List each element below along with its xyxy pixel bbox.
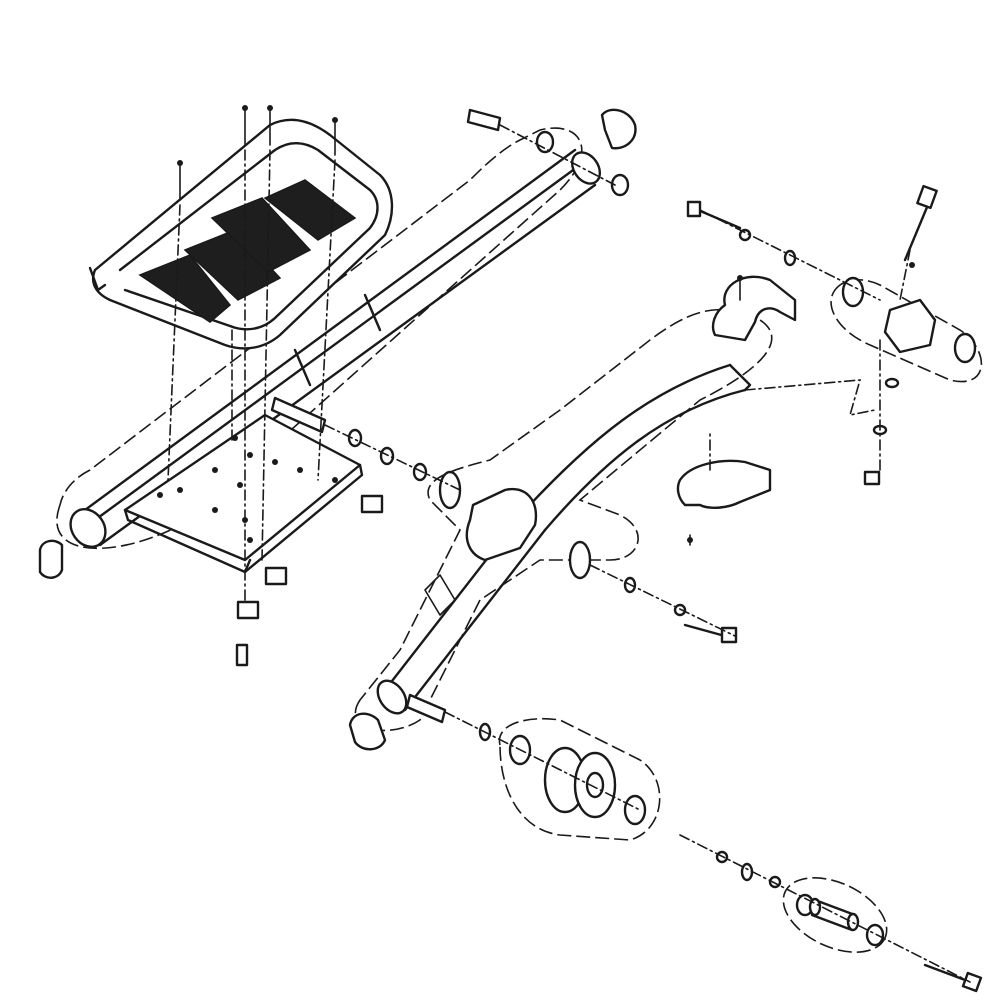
pivot-bushing bbox=[270, 108, 630, 724]
nuts bbox=[236, 228, 881, 889]
bolts bbox=[235, 200, 742, 667]
crank-bracket-frame bbox=[354, 308, 773, 732]
lower-clamp bbox=[676, 459, 772, 546]
pedal-platform bbox=[88, 118, 394, 350]
pivot-block bbox=[830, 184, 983, 383]
end-cap-left bbox=[38, 539, 64, 579]
washers bbox=[347, 249, 900, 882]
end-cap-top bbox=[600, 108, 637, 150]
assembly-lines bbox=[167, 124, 971, 983]
upper-clamp bbox=[711, 275, 797, 342]
roller-wheel bbox=[498, 717, 661, 841]
screws bbox=[177, 105, 743, 301]
end-cap-bottom bbox=[348, 712, 387, 751]
pedal-plate bbox=[123, 413, 364, 574]
pedal-arm bbox=[56, 127, 602, 550]
